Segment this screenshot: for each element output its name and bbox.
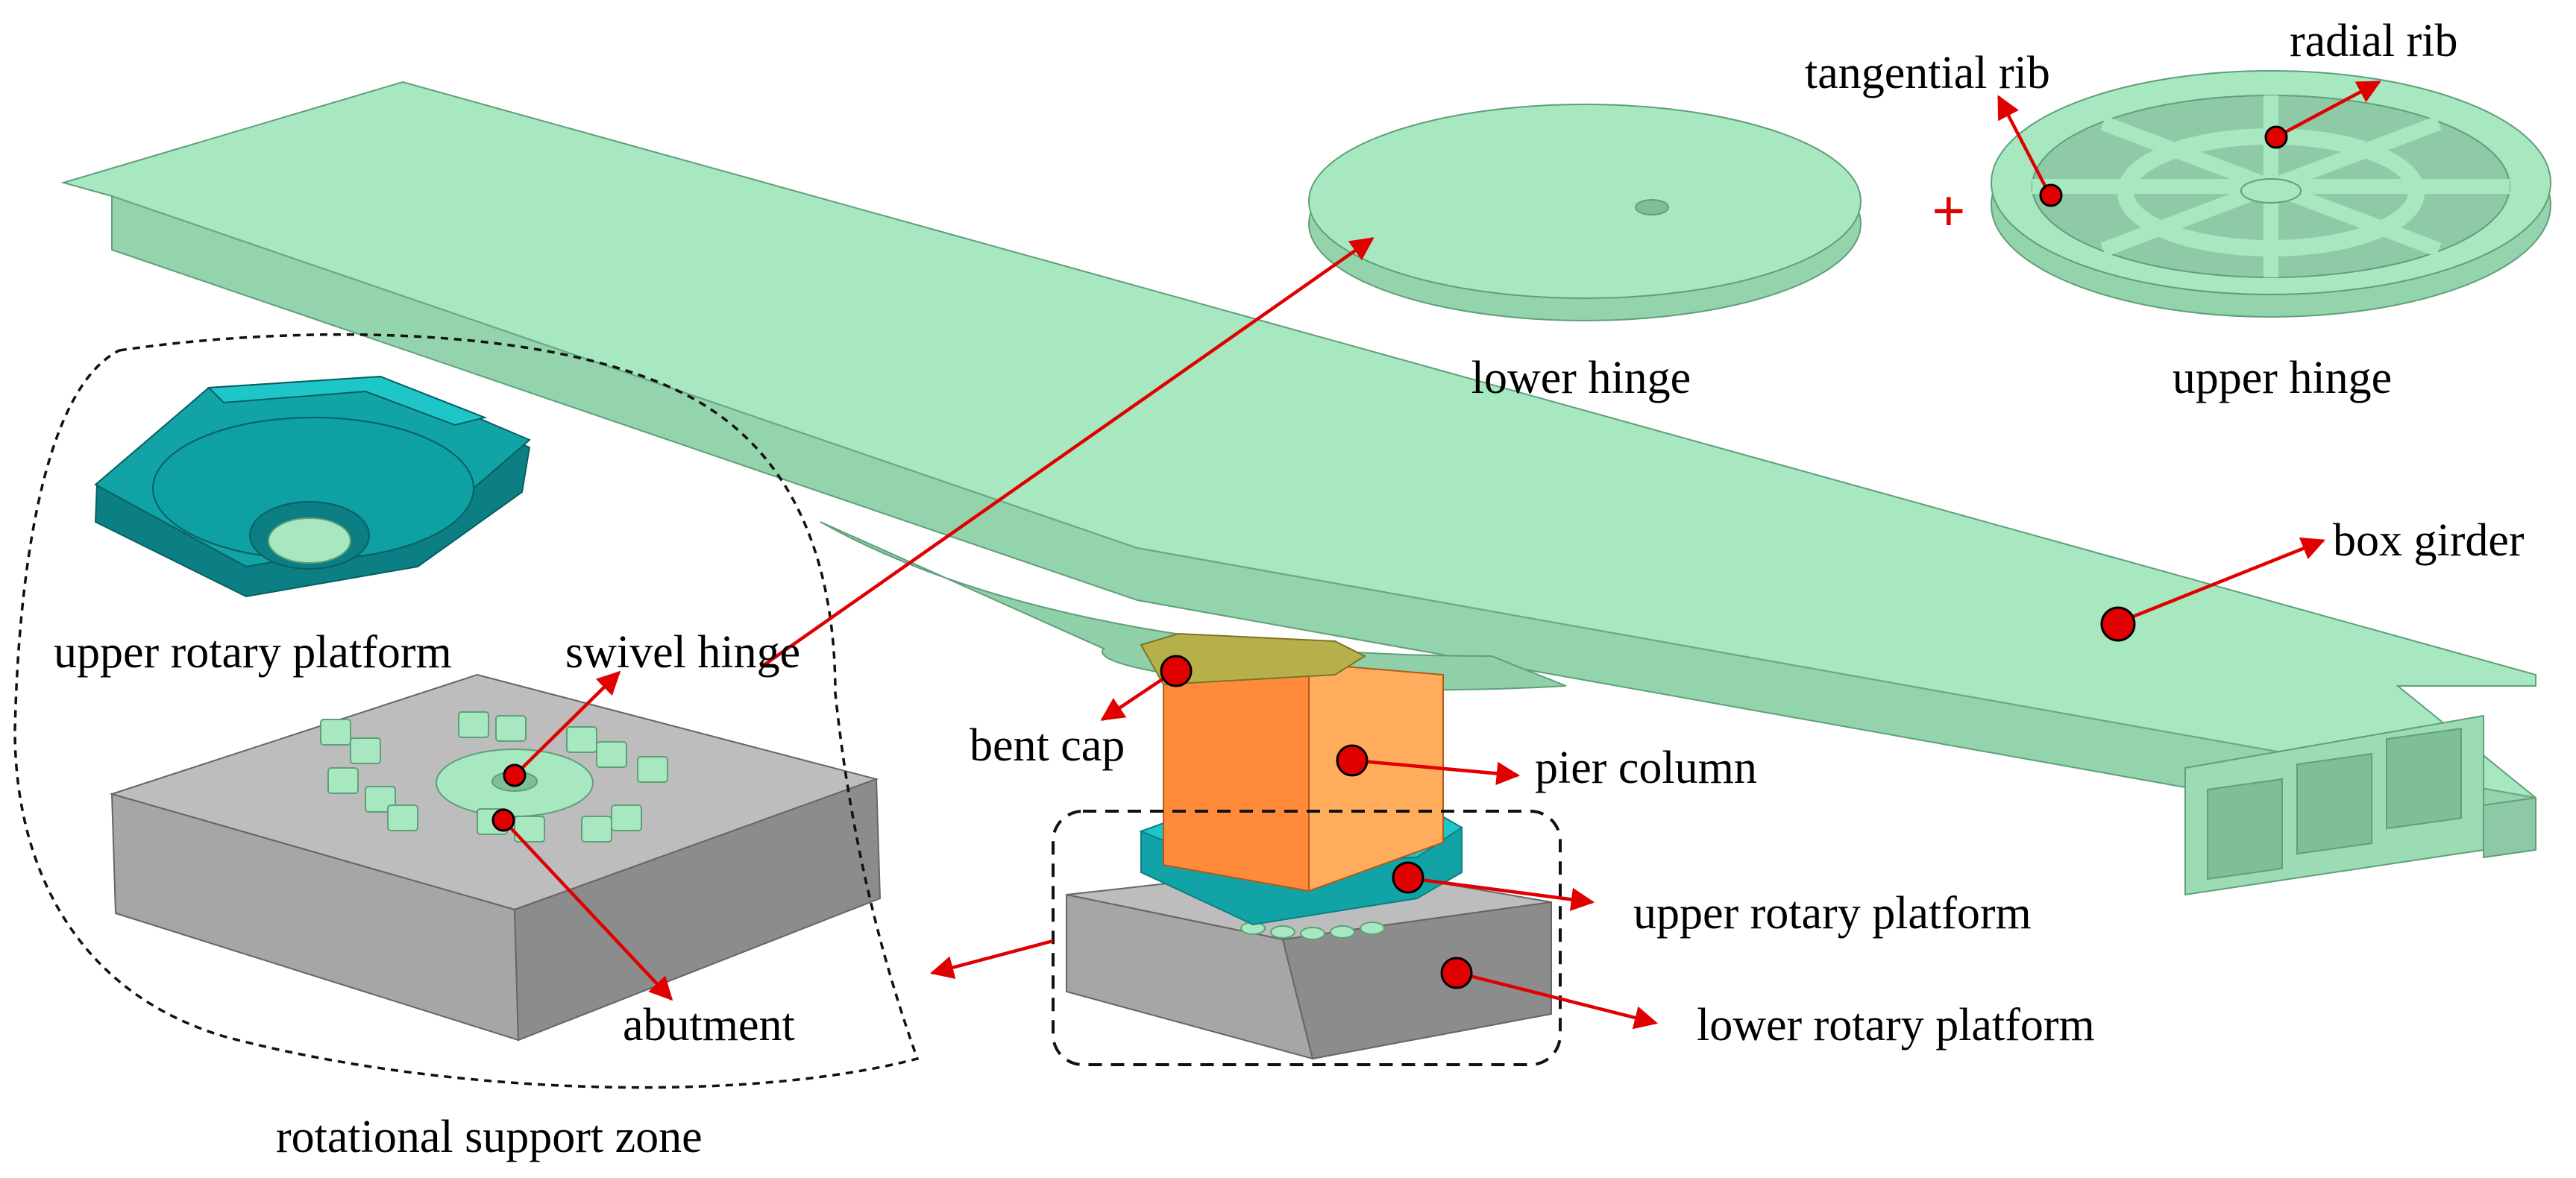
bent-cap-shape: [1140, 632, 1367, 686]
radial-rib-dot: [2264, 125, 2288, 149]
radial-rib-arrow: [2277, 81, 2381, 137]
pier-column-dot: [1336, 744, 1369, 777]
abutment-inset-arrow: [502, 819, 673, 1001]
lower-platform-dot: [1440, 957, 1473, 989]
label-upper-hinge: upper hinge: [2173, 353, 2392, 403]
girder-cell-3: [2386, 728, 2462, 830]
upper-platform-arrow: [1409, 876, 1595, 911]
lower-platform-arrow: [1457, 971, 1659, 1030]
label-swivel-hinge: swivel hinge: [565, 627, 800, 678]
label-rotational-support-zone: rotational support zone: [276, 1112, 703, 1162]
label-bent-cap: bent cap: [970, 720, 1125, 771]
pier-column-arrow: [1353, 758, 1521, 786]
rotary-platform-focus-box: [1052, 810, 1562, 1066]
girder-deck-edge: [111, 195, 2536, 799]
focus-to-zone-arrow: [929, 939, 1054, 979]
label-box-girder: box girder: [2333, 515, 2525, 566]
tangential-rib-arrow: [1997, 95, 2049, 192]
label-pier-column: pier column: [1535, 743, 1757, 793]
lower-hinge-model: [1308, 104, 1862, 321]
pier-column-side: [1308, 662, 1444, 892]
upper-hinge-model: [1991, 70, 2551, 318]
label-upper-rotary-platform-inset: upper rotary platform: [54, 627, 452, 678]
swivel-hinge-inset-dot: [503, 763, 527, 787]
swivel-to-hinge-arrow: [759, 237, 1375, 669]
pier-pins: [1240, 922, 1385, 940]
pier-assembly: [1052, 632, 1562, 1066]
plus-sign: +: [1932, 179, 1966, 245]
lower-hinge-top: [1308, 104, 1862, 299]
label-lower-rotary-platform: lower rotary platform: [1697, 1000, 2095, 1051]
rotational-support-zone-outline: [13, 333, 920, 1089]
box-girder-dot: [2100, 606, 2136, 642]
label-lower-hinge: lower hinge: [1471, 353, 1691, 403]
inset-hub-disk: [268, 517, 351, 564]
pier-column-front: [1163, 662, 1310, 892]
girder-cell-2: [2296, 752, 2372, 855]
swivel-hinge-inset-arrow: [513, 670, 621, 777]
inset-abutment-model: [109, 673, 882, 1042]
bent-cap-dot: [1160, 655, 1193, 687]
lower-platform-side: [1281, 901, 1552, 1060]
label-upper-rotary-platform: upper rotary platform: [1633, 888, 2032, 939]
upper-hinge-center: [2240, 178, 2302, 204]
upper-platform-dot: [1392, 861, 1424, 894]
inset-octagon-rim: [207, 375, 488, 426]
inset-upper-platform-model: [94, 375, 531, 598]
girder-cell-1: [2207, 778, 2283, 881]
box-girder-arrow: [2117, 537, 2325, 625]
label-tangential-rib: tangential rib: [1805, 48, 2050, 98]
tangential-rib-dot: [2039, 183, 2063, 207]
label-abutment: abutment: [623, 1000, 795, 1051]
girder-end-section: [2483, 796, 2536, 859]
abutment-inset-dot: [491, 808, 515, 832]
inset-block-side: [513, 778, 882, 1042]
lower-hinge-hole: [1635, 199, 1669, 215]
label-radial-rib: radial rib: [2290, 16, 2458, 66]
